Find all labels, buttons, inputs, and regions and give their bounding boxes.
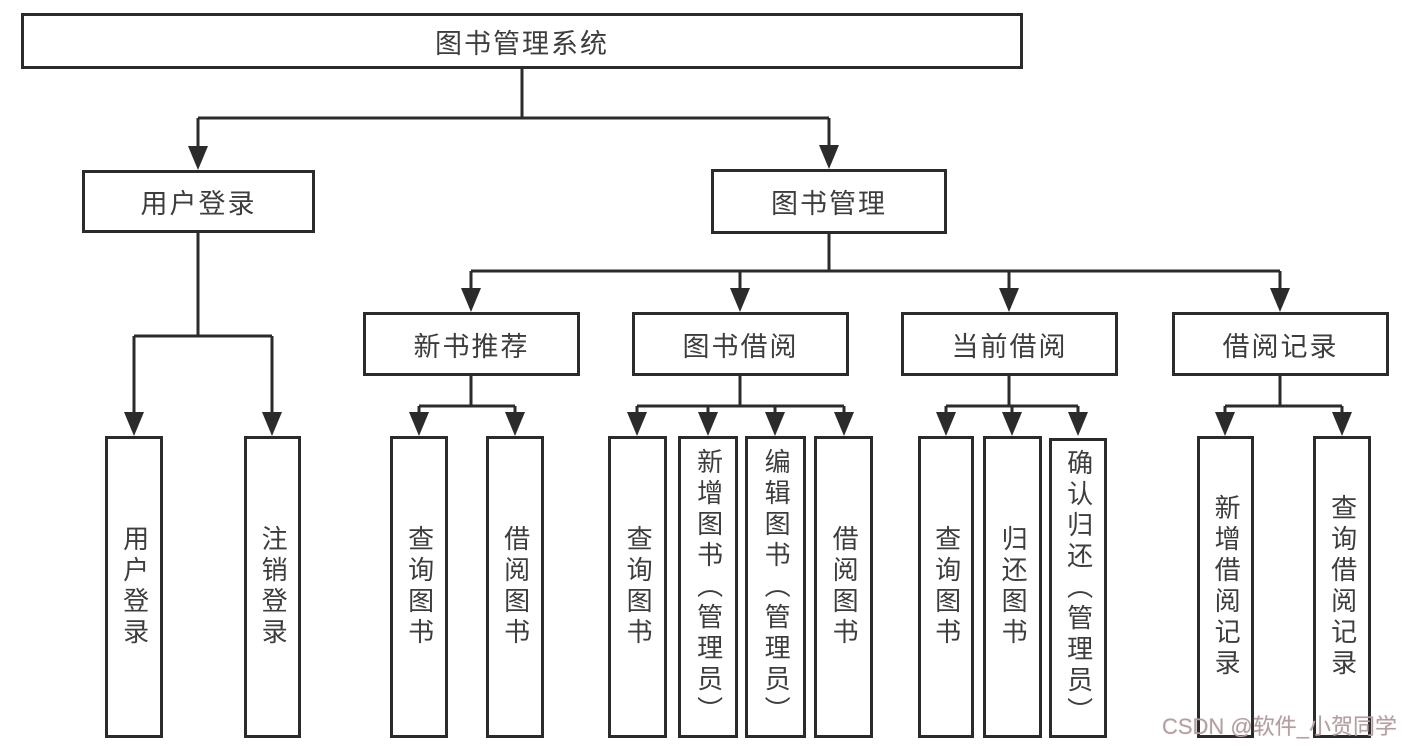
node-current-borrow: 当前借阅 bbox=[901, 312, 1118, 376]
node-book-management: 图书管理 bbox=[711, 169, 947, 234]
arrowhead-icon bbox=[1068, 412, 1088, 436]
leaf-add-borrow-record-label: 新增借阅记录 bbox=[1211, 494, 1242, 680]
node-user-login-label: 用户登录 bbox=[140, 189, 257, 219]
leaf-logout: 注销登录 bbox=[244, 436, 301, 738]
leaf-borrow-book-2: 借阅图书 bbox=[814, 436, 873, 738]
leaf-borrow-book-2-label: 借阅图书 bbox=[829, 525, 860, 649]
arrowhead-icon bbox=[765, 412, 785, 436]
leaf-query-book-3-label: 查询图书 bbox=[931, 525, 962, 649]
root-node: 图书管理系统 bbox=[21, 13, 1023, 69]
leaf-edit-book-admin: 编辑图书（管理员） bbox=[745, 436, 806, 738]
arrowhead-icon bbox=[262, 412, 282, 436]
arrowhead-icon bbox=[627, 412, 647, 436]
node-new-book-recommend-label: 新书推荐 bbox=[413, 331, 530, 362]
arrowhead-icon bbox=[698, 412, 718, 436]
node-current-borrow-label: 当前借阅 bbox=[951, 331, 1068, 362]
leaf-query-book-1-label: 查询图书 bbox=[404, 525, 435, 649]
arrowhead-icon bbox=[124, 412, 144, 436]
leaf-user-login-label: 用户登录 bbox=[119, 525, 150, 649]
node-book-borrow-label: 图书借阅 bbox=[682, 331, 799, 362]
arrowhead-icon bbox=[1270, 288, 1290, 312]
root-node-label: 图书管理系统 bbox=[435, 28, 609, 59]
arrowhead-icon bbox=[999, 288, 1019, 312]
watermark: CSDN @软件_小贺同学 bbox=[1161, 714, 1397, 739]
leaf-query-borrow-record-label: 查询借阅记录 bbox=[1327, 494, 1358, 680]
arrowhead-icon bbox=[461, 288, 481, 312]
node-new-book-recommend: 新书推荐 bbox=[363, 312, 580, 376]
leaf-confirm-return-admin-label: 确认归还（管理员） bbox=[1063, 448, 1094, 728]
arrowhead-icon bbox=[1332, 412, 1352, 436]
leaf-borrow-book-1: 借阅图书 bbox=[486, 436, 544, 738]
arrowhead-icon bbox=[834, 412, 854, 436]
leaf-query-book-2: 查询图书 bbox=[608, 436, 667, 738]
leaf-logout-label: 注销登录 bbox=[258, 525, 289, 649]
leaf-borrow-book-1-label: 借阅图书 bbox=[500, 525, 531, 649]
leaf-return-book-label: 归还图书 bbox=[998, 525, 1029, 649]
node-borrow-records-label: 借阅记录 bbox=[1222, 331, 1339, 362]
leaf-add-book-admin-label: 新增图书（管理员） bbox=[693, 447, 724, 727]
node-book-borrow: 图书借阅 bbox=[632, 312, 849, 376]
leaf-confirm-return-admin: 确认归还（管理员） bbox=[1049, 438, 1107, 738]
arrowhead-icon bbox=[409, 412, 429, 436]
leaf-add-book-admin: 新增图书（管理员） bbox=[678, 436, 738, 738]
arrowhead-icon bbox=[1215, 412, 1235, 436]
arrowhead-icon bbox=[1002, 412, 1022, 436]
leaf-query-book-2-label: 查询图书 bbox=[623, 525, 654, 649]
leaf-query-borrow-record: 查询借阅记录 bbox=[1313, 436, 1371, 738]
node-book-management-label: 图书管理 bbox=[771, 189, 887, 219]
arrowhead-icon bbox=[819, 145, 839, 169]
arrowhead-icon bbox=[505, 412, 525, 436]
leaf-edit-book-admin-label: 编辑图书（管理员） bbox=[761, 447, 792, 727]
arrowhead-icon bbox=[936, 412, 956, 436]
arrowhead-icon bbox=[188, 146, 208, 170]
leaf-query-book-3: 查询图书 bbox=[918, 436, 974, 738]
leaf-query-book-1: 查询图书 bbox=[390, 436, 448, 738]
leaf-add-borrow-record: 新增借阅记录 bbox=[1197, 436, 1254, 738]
node-borrow-records: 借阅记录 bbox=[1172, 312, 1389, 376]
leaf-user-login: 用户登录 bbox=[105, 436, 163, 738]
node-user-login: 用户登录 bbox=[82, 170, 315, 233]
arrowhead-icon bbox=[730, 288, 750, 312]
leaf-return-book: 归还图书 bbox=[983, 436, 1042, 738]
